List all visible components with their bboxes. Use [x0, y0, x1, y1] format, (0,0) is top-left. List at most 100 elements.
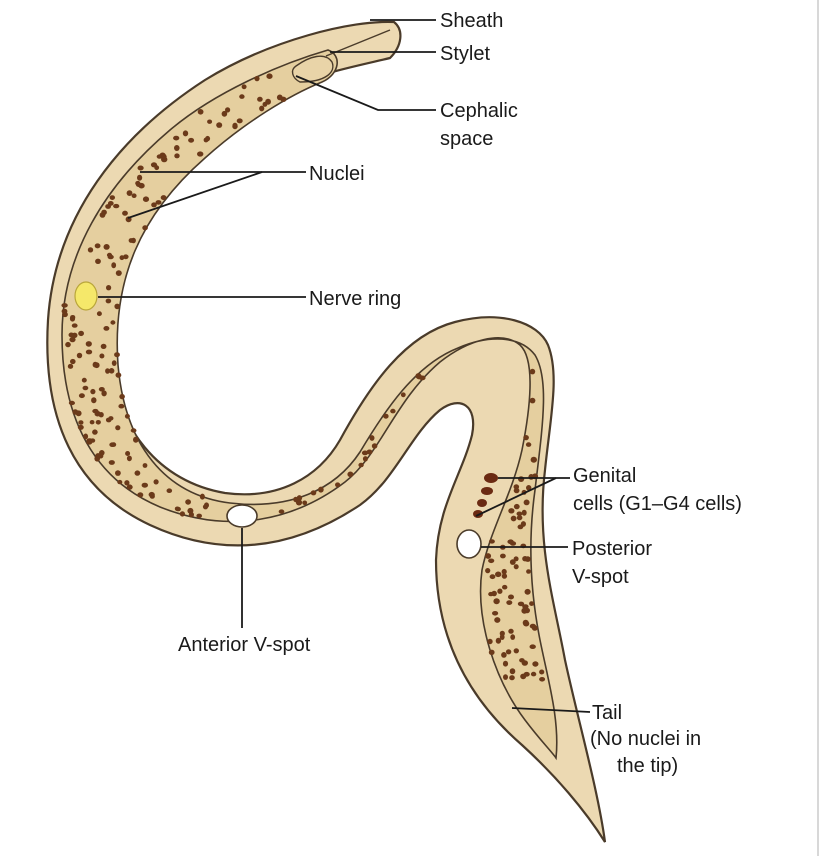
nucleus-dot	[521, 509, 527, 516]
nucleus-dot	[510, 634, 516, 640]
nucleus-dot	[225, 107, 231, 113]
nucleus-dot	[216, 122, 223, 128]
nuclei-group	[61, 73, 546, 682]
nucleus-dot	[107, 254, 114, 260]
nucleus-dot	[529, 397, 536, 404]
nucleus-dot	[95, 258, 101, 264]
nucleus-dot	[124, 480, 130, 486]
label-stylet: Stylet	[440, 43, 490, 65]
nucleus-dot	[185, 499, 192, 505]
nucleus-dot	[513, 564, 519, 570]
nucleus-dot	[207, 119, 213, 124]
nucleus-dot	[197, 109, 204, 115]
nucleus-dot	[524, 588, 531, 595]
nucleus-dot	[501, 652, 507, 658]
nucleus-dot	[117, 479, 123, 485]
nucleus-dot	[188, 512, 194, 518]
nucleus-dot	[508, 594, 514, 600]
nucleus-dot	[513, 648, 519, 654]
nucleus-dot	[530, 456, 537, 463]
nucleus-dot	[513, 556, 519, 562]
nucleus-dot	[499, 630, 505, 637]
nucleus-dot	[259, 105, 265, 112]
nucleus-dot	[119, 255, 125, 261]
nucleus-dot	[508, 508, 515, 514]
nucleus-dot	[87, 247, 94, 253]
nucleus-dot	[137, 174, 143, 181]
nucleus-dot	[70, 358, 76, 365]
nucleus-dot	[510, 515, 517, 522]
nucleus-dot	[101, 209, 107, 215]
nucleus-dot	[493, 598, 500, 605]
nucleus-dot	[142, 225, 148, 231]
label-nerve-ring: Nerve ring	[309, 288, 401, 310]
nucleus-dot	[302, 500, 308, 506]
nucleus-dot	[173, 135, 180, 141]
nucleus-dot	[114, 352, 120, 358]
nucleus-dot	[526, 569, 531, 574]
nucleus-dot	[103, 326, 110, 331]
nucleus-dot	[105, 204, 111, 209]
nucleus-dot	[257, 96, 263, 102]
nucleus-dot	[105, 368, 110, 374]
nucleus-dot	[68, 400, 75, 406]
nucleus-dot	[293, 496, 299, 503]
nucleus-dot	[182, 130, 189, 137]
nucleus-dot	[126, 484, 133, 490]
genital-cell	[473, 510, 483, 518]
nucleus-dot	[523, 435, 529, 441]
nucleus-dot	[111, 262, 117, 269]
label-cephalic-2: space	[440, 128, 493, 150]
nucleus-dot	[90, 388, 96, 395]
nucleus-dot	[518, 476, 525, 482]
nucleus-dot	[196, 513, 202, 519]
nucleus-dot	[115, 270, 122, 276]
nucleus-dot	[508, 628, 514, 634]
nucleus-dot	[508, 539, 514, 544]
nucleus-dot	[103, 244, 110, 250]
nucleus-dot	[318, 486, 324, 493]
nucleus-dot	[494, 617, 501, 623]
nucleus-dot	[310, 490, 317, 496]
nucleus-dot	[126, 190, 133, 197]
nucleus-dot	[516, 515, 523, 521]
nucleus-dot	[513, 503, 520, 510]
nucleus-dot	[166, 488, 173, 494]
nucleus-dot	[539, 669, 545, 675]
anterior-v-spot	[226, 504, 258, 528]
nucleus-dot	[487, 638, 493, 645]
nucleus-dot	[106, 285, 112, 291]
nucleus-dot	[142, 196, 150, 202]
nucleus-dot	[96, 311, 102, 317]
nucleus-dot	[488, 558, 495, 564]
nucleus-dot	[110, 320, 116, 325]
nucleus-dot	[109, 195, 116, 201]
nucleus-dot	[119, 393, 125, 400]
label-cephalic-1: Cephalic	[440, 100, 518, 122]
nucleus-dot	[135, 180, 141, 186]
nucleus-dot	[85, 349, 93, 355]
nucleus-dot	[236, 118, 243, 124]
nucleus-dot	[114, 303, 120, 310]
genital-cell	[477, 499, 487, 507]
nucleus-dot	[142, 463, 148, 468]
nucleus-dot	[506, 600, 513, 605]
nucleus-dot	[509, 559, 516, 565]
cephalic-space	[291, 55, 334, 83]
nucleus-dot	[86, 440, 93, 445]
nucleus-dot	[362, 456, 368, 462]
nucleus-dot	[108, 368, 115, 374]
nucleus-dot	[160, 153, 167, 160]
nucleus-dot	[529, 644, 536, 649]
nucleus-dot	[526, 485, 532, 491]
nucleus-dot	[76, 352, 83, 359]
nucleus-dot	[202, 504, 209, 510]
nucleus-dot	[278, 509, 285, 514]
nucleus-dot	[523, 499, 530, 506]
nucleus-dot	[98, 387, 105, 392]
genital-cell	[484, 473, 498, 483]
nucleus-dot	[115, 425, 121, 431]
nucleus-dot	[488, 649, 495, 655]
nucleus-dot	[78, 330, 84, 337]
nucleus-dot	[502, 584, 508, 590]
